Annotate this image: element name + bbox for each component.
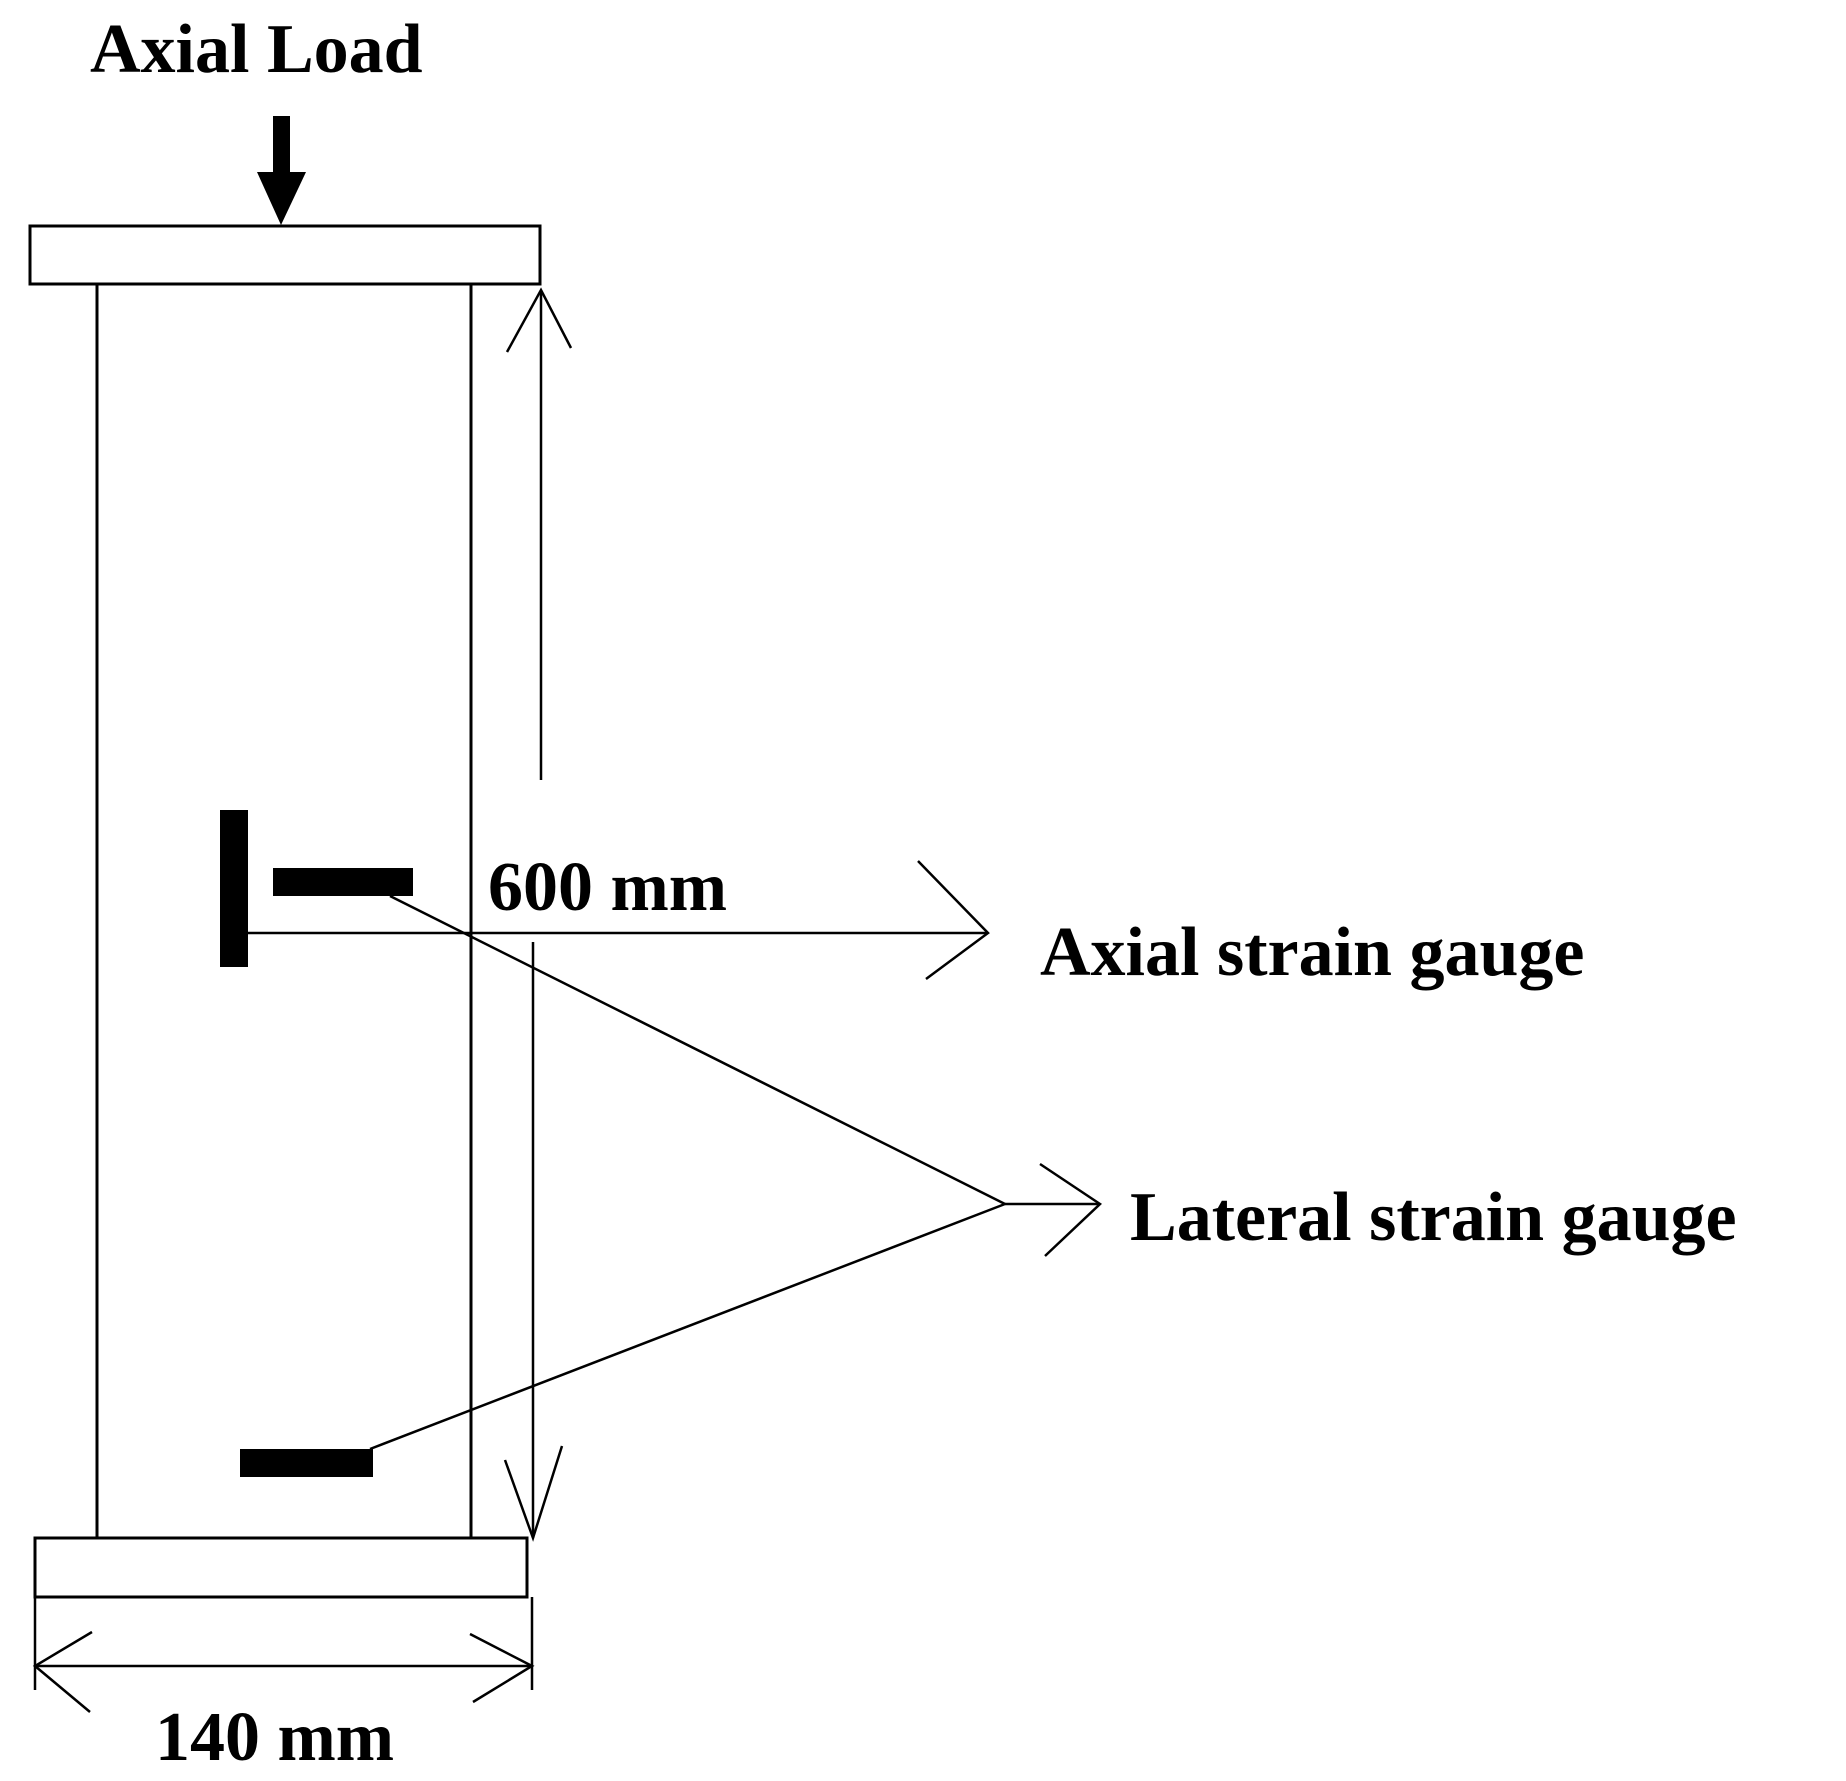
- height-dimension-label: 600 mm: [488, 849, 727, 926]
- lateral-strain-gauge-label: Lateral strain gauge: [1130, 1179, 1737, 1256]
- width-dimension-label: 140 mm: [155, 1699, 394, 1776]
- axial-gauge-leader: [248, 860, 990, 981]
- width-dimension-line: [32, 1597, 535, 1713]
- top-plate: [28, 224, 542, 286]
- bottom-plate: [33, 1536, 529, 1599]
- axial-strain-gauge-label: Axial strain gauge: [1040, 914, 1584, 991]
- lateral-gauge-leader: [369, 894, 1102, 1451]
- lateral-strain-gauge-lower: [240, 1449, 373, 1477]
- axial-strain-gauge: [220, 810, 248, 967]
- axial-load-arrow: [257, 116, 306, 225]
- axial-load-label: Axial Load: [90, 11, 423, 88]
- height-dimension-line: [503, 287, 573, 1542]
- lateral-strain-gauge-upper: [273, 868, 413, 896]
